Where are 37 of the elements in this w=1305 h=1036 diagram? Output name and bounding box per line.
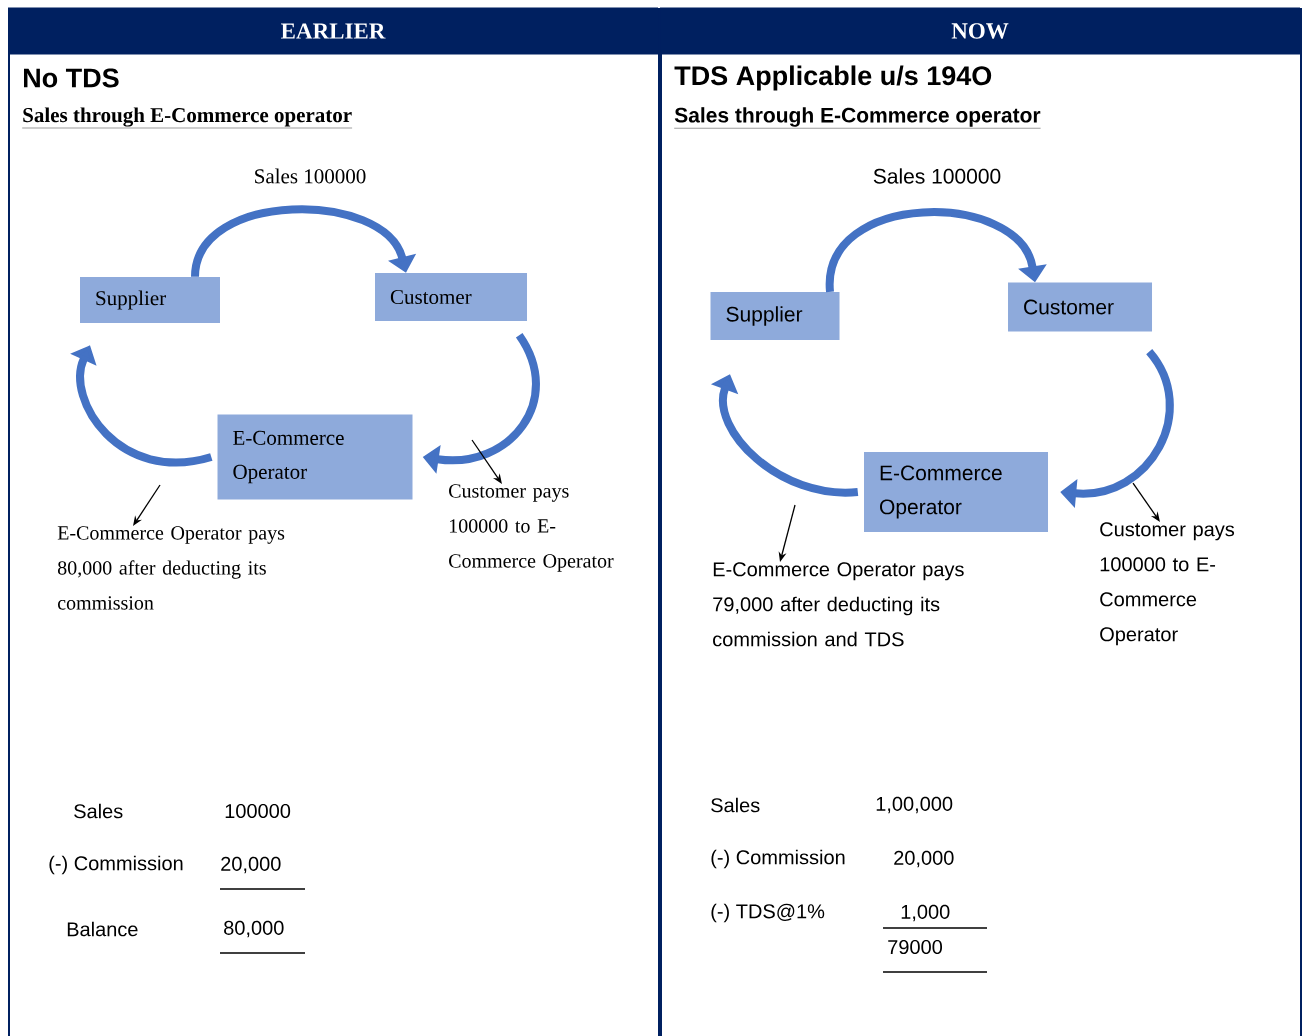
table-cell: Balance <box>67 921 138 937</box>
process-box: Customer <box>1008 282 1152 332</box>
table-cell: 100000 <box>225 803 291 819</box>
table-cell: Sales <box>711 797 760 813</box>
subheading: Sales through E-Commerce operator <box>674 107 1041 129</box>
description-text: E-Commerce Operator pays 80,000 after deducting its commission <box>57 526 285 610</box>
arrow <box>471 439 502 484</box>
description-text: Customer pays 100000 to E-Commerce Operator <box>1100 522 1235 646</box>
header-band: NOW <box>660 7 1300 55</box>
table-cell: (-) Commission <box>49 855 183 875</box>
process-box: E-Commerce Operator <box>217 414 413 500</box>
table-cell: (-) Commission <box>711 849 845 869</box>
description-text: E-Commerce Operator pays 79,000 after deducting its commission and TDS <box>713 562 964 647</box>
process-box: Supplier <box>80 277 220 323</box>
process-box: Supplier <box>710 292 840 340</box>
table-cell: 80,000 <box>224 920 284 938</box>
heading: TDS Applicable u/s 194O <box>674 65 992 91</box>
arrow <box>826 208 1047 293</box>
table-cell: 20,000 <box>221 856 281 874</box>
table-cell: Sales <box>74 803 123 819</box>
description-text: Customer pays 100000 to E-Commerce Operator <box>449 484 614 572</box>
table-cell: 20,000 <box>894 850 954 868</box>
table-cell: 1,00,000 <box>876 796 953 814</box>
heading: No TDS <box>24 68 119 88</box>
arrow <box>1132 482 1160 522</box>
edge-label: Sales 100000 <box>252 167 368 185</box>
arrow <box>70 345 213 467</box>
table-cell: 1,000 <box>901 904 950 922</box>
table-cell: (-) TDS@1% <box>711 903 825 923</box>
table-cell: 79000 <box>888 939 943 955</box>
header-band: EARLIER <box>8 7 658 55</box>
process-box: E-Commerce Operator <box>864 452 1048 532</box>
subheading: Sales through E-Commerce operator <box>22 107 353 129</box>
process-box: Customer <box>375 273 527 321</box>
edge-label: Sales 100000 <box>871 167 1003 185</box>
arrow <box>191 205 417 278</box>
arrow <box>133 484 161 526</box>
